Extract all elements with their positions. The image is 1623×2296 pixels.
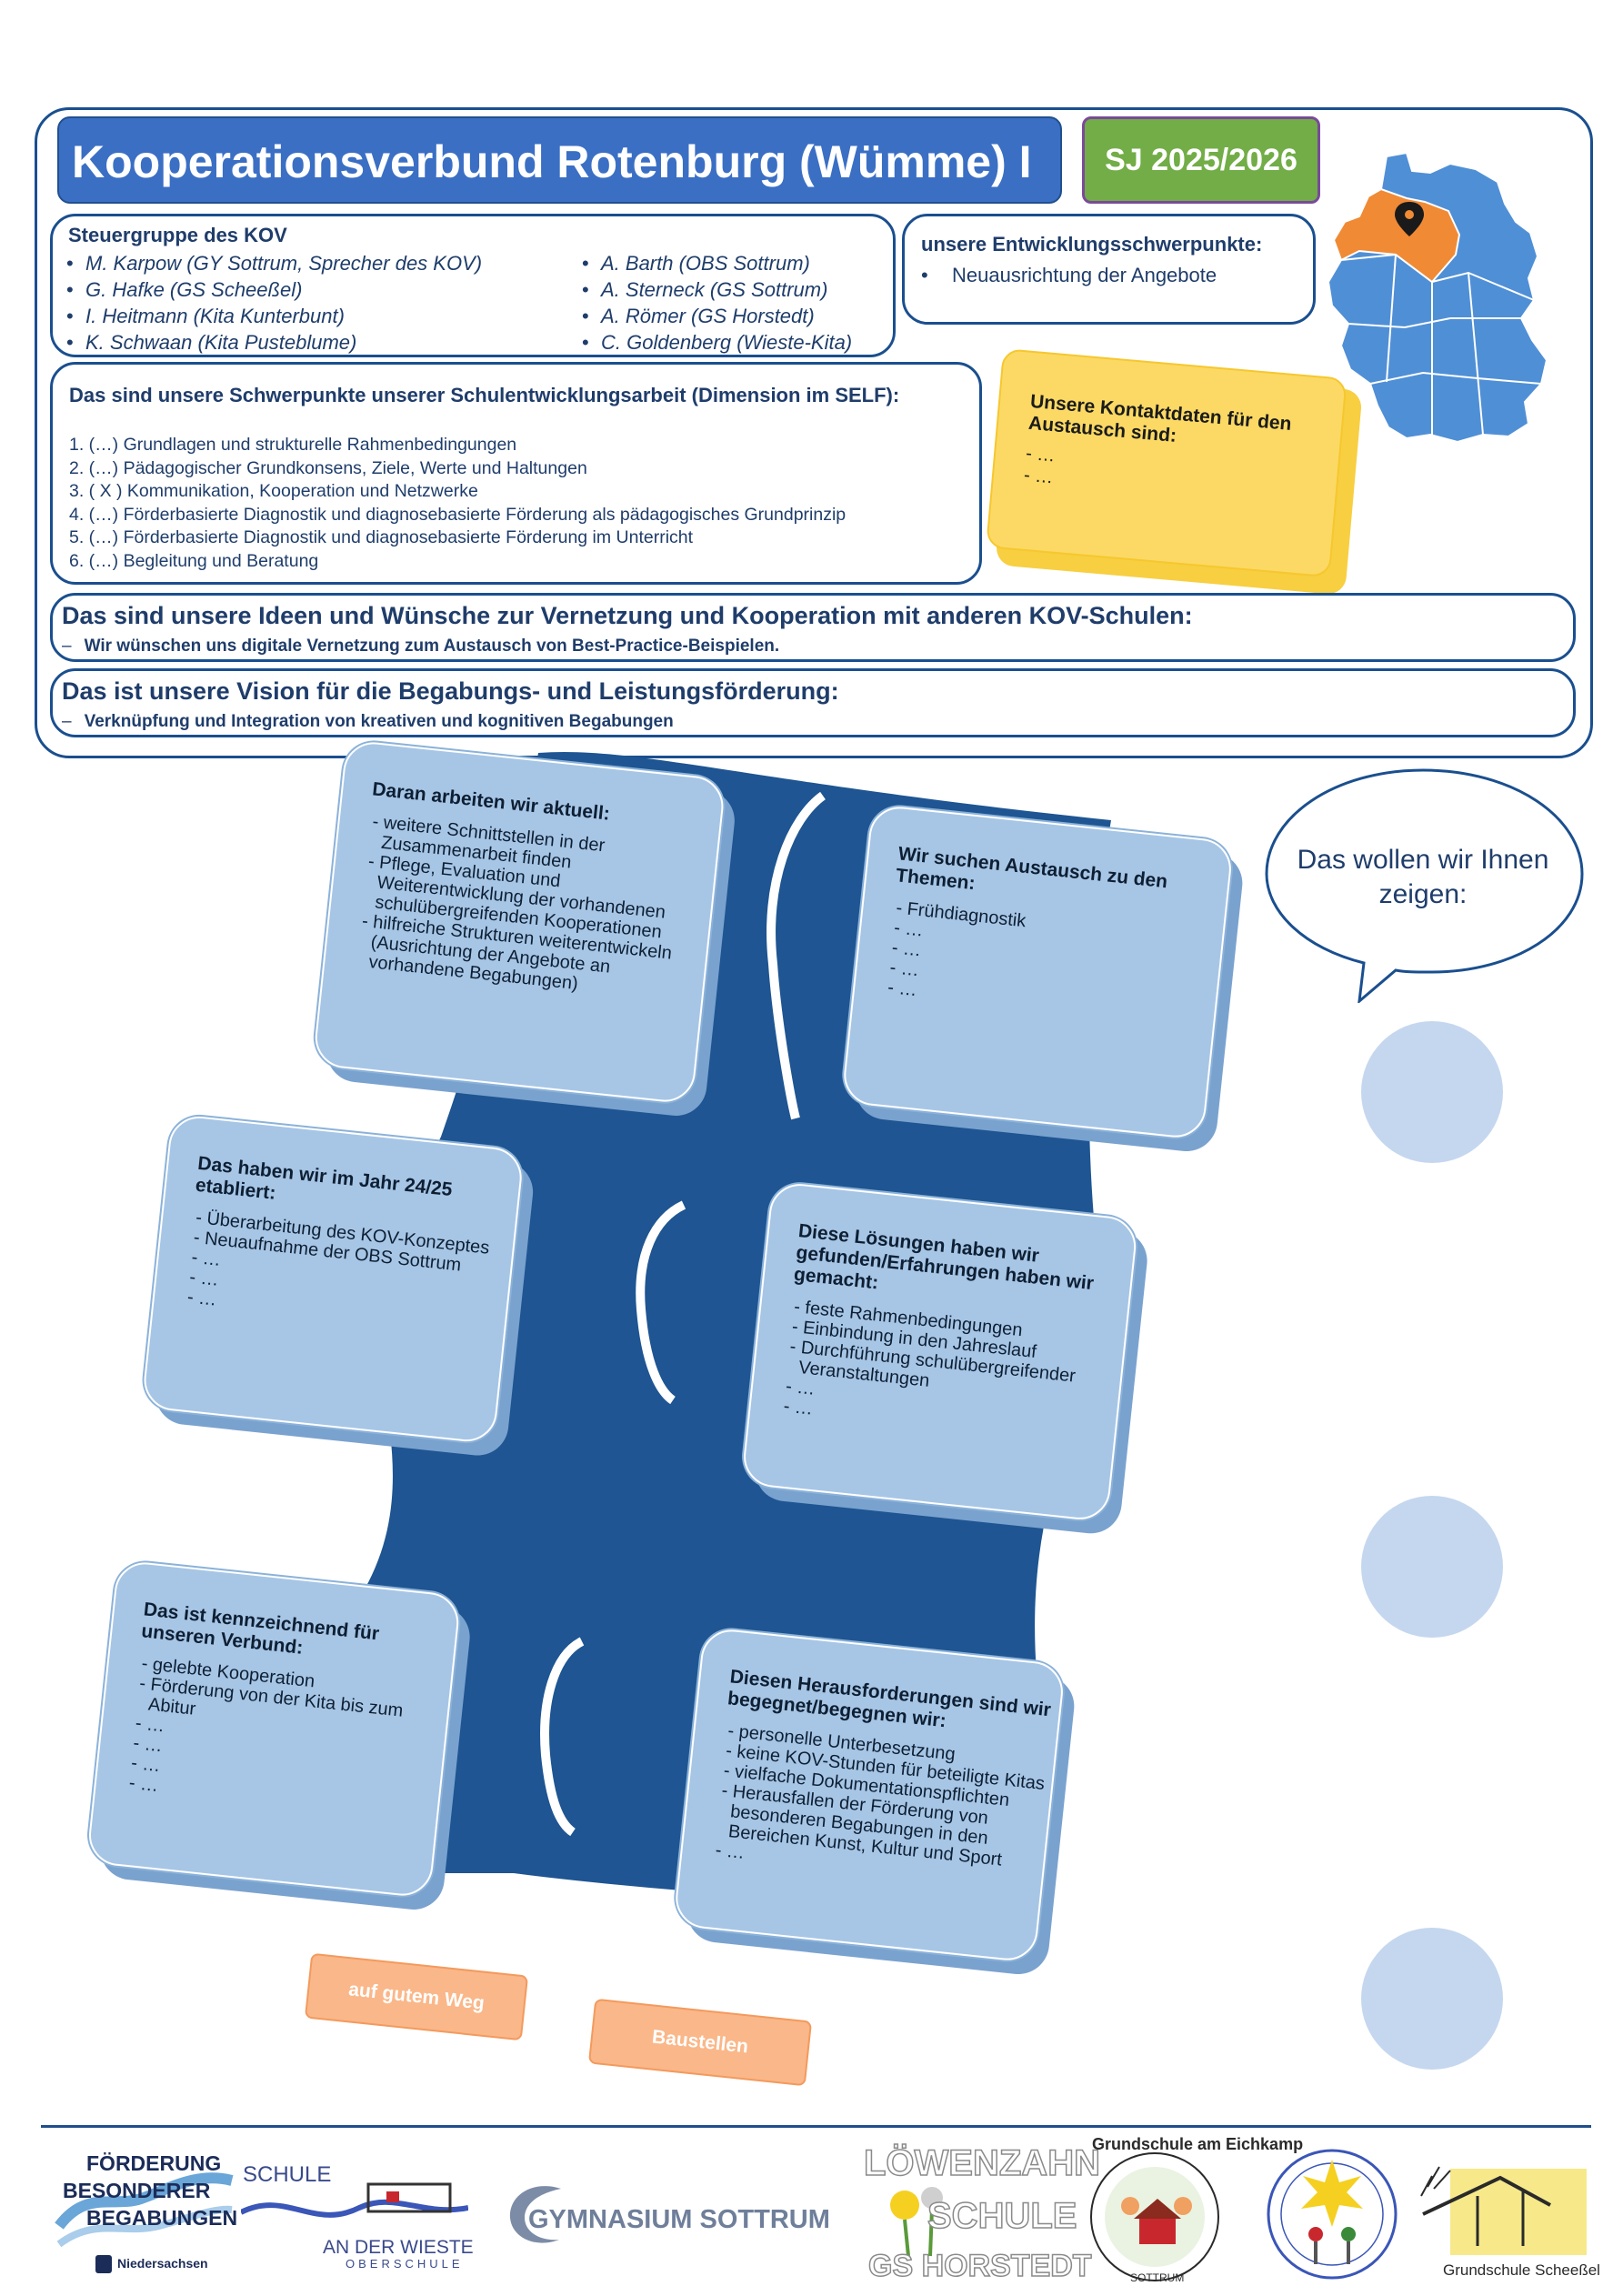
river-curve [540, 1637, 585, 1837]
steuergruppe-title: Steuergruppe des KOV [68, 224, 287, 246]
river-curve [636, 1200, 686, 1405]
page-title: Kooperationsverbund Rotenburg (Wümme) I [57, 116, 1062, 204]
schwerpunkte-box: Das sind unsere Schwerpunkte unserer Sch… [50, 362, 982, 585]
logo1-line3: BEGABUNGEN [86, 2206, 238, 2230]
location-pin-icon [1395, 202, 1424, 236]
logo7-text: Grundschule Scheeßel [1443, 2261, 1600, 2279]
ideen-box: Das sind unsere Ideen und Wünsche zur Ve… [50, 593, 1576, 662]
logo1-line1: FÖRDERUNG [86, 2151, 222, 2175]
steuergruppe-member: A. Römer (GS Horstedt) [568, 303, 852, 329]
logo5-name: Grundschule am Eichkamp [1092, 2135, 1304, 2153]
steuergruppe-member: M. Karpow (GY Sottrum, Sprecher des KOV) [53, 250, 482, 276]
entwicklungsschwerpunkt-item: Neuausrichtung der Angebote [921, 264, 1217, 287]
speech-bubble-text: Das wollen wir Ihnen zeigen: [1297, 845, 1549, 909]
logo5-town: SOTTRUM [1130, 2271, 1185, 2284]
schwerpunkt-item: 3. ( X ) Kommunikation, Kooperation und … [69, 481, 478, 501]
schwerpunkte-list: 1. (…) Grundlagen und strukturelle Rahme… [69, 434, 846, 573]
logo2-line1: SCHULE [243, 2162, 332, 2187]
ideen-item-text: Wir wünschen uns digitale Vernetzung zum… [84, 637, 780, 656]
germany-map [1327, 151, 1548, 444]
steuergruppe-member: A. Sterneck (GS Sottrum) [568, 276, 852, 303]
entwicklungsschwerpunkte-title: unsere Entwicklungsschwerpunkte: [921, 233, 1263, 256]
steuergruppe-member: K. Schwaan (Kita Pusteblume) [53, 329, 482, 356]
logo-schule-an-der-wieste: SCHULE AN DER WIESTE OBERSCHULE [241, 2162, 474, 2271]
schwerpunkt-item: 5. (…) Förderbasierte Diagnostik und dia… [69, 527, 694, 547]
card-herausforderungen: Diesen Herausforderungen sind wir begegn… [671, 1627, 1084, 1983]
gymnasium-swoosh-icon [509, 2186, 561, 2243]
vision-box: Das ist unsere Vision für die Begabungs-… [50, 668, 1576, 737]
logo1-state: Niedersachsen [117, 2256, 208, 2271]
steuergruppe-member: I. Heitmann (Kita Kunterbunt) [53, 303, 482, 329]
vision-item: –Verknüpfung und Integration von kreativ… [62, 712, 674, 731]
logo2-line2: AN DER WIESTE [323, 2237, 474, 2258]
footer-divider [41, 2125, 1591, 2128]
logo-loewenzahnschule: LÖWENZAHN SCHULE GS HORSTEDT [859, 2141, 1100, 2291]
dandelion-icon [890, 2187, 943, 2257]
kontakt-item: - … [1023, 465, 1055, 488]
card-aktuell: Daran arbeiten wir aktuell: - weitere Sc… [310, 739, 744, 1125]
card-loesungen: Diese Lösungen haben wir gefunden/Erfahr… [739, 1180, 1157, 1542]
schwerpunkt-item: 4. (…) Förderbasierte Diagnostik und dia… [69, 504, 847, 525]
card-kennzeichnend: Das ist kennzeichnend für unseren Verbun… [85, 1559, 480, 1919]
speech-bubble [1265, 768, 1584, 1003]
schwerpunkte-title: Das sind unsere Schwerpunkte unserer Sch… [69, 384, 900, 406]
logo-foerderung-besonderer-begabungen: FÖRDERUNG BESONDERER BEGABUNGEN Niedersa… [50, 2144, 241, 2290]
steuergruppe-list-right: A. Barth (OBS Sottrum) A. Sterneck (GS S… [568, 250, 852, 356]
steuergruppe-member: G. Hafke (GS Scheeßel) [53, 276, 482, 303]
entwicklungsschwerpunkte-box: unsere Entwicklungsschwerpunkte: Neuausr… [902, 214, 1316, 325]
card-etabliert: Das haben wir im Jahr 24/25 etabliert: -… [139, 1113, 543, 1465]
logo4-line1: LÖWENZAHN [863, 2142, 1100, 2184]
kontakt-item: - … [1025, 443, 1057, 466]
logo-gymnasium-sottrum: GYMNASIUM SOTTRUM [505, 2178, 841, 2251]
steuergruppe-member: A. Barth (OBS Sottrum) [568, 250, 852, 276]
logo4-line3: GS HORSTEDT [867, 2248, 1092, 2284]
logo2-line3: OBERSCHULE [346, 2257, 464, 2271]
header-frame [35, 107, 1593, 758]
logo-grundschule-am-eichkamp: Grundschule am Eichkamp SOTTRUM [1076, 2135, 1303, 2294]
placeholder-circle [1361, 1496, 1503, 1638]
school-building-icon [241, 2182, 468, 2218]
logo-grundschule-sottrum [1267, 2149, 1398, 2280]
steuergruppe-list-left: M. Karpow (GY Sottrum, Sprecher des KOV)… [53, 250, 482, 356]
steuergruppe-box: Steuergruppe des KOV M. Karpow (GY Sottr… [50, 214, 896, 357]
steuergruppe-member: C. Goldenberg (Wieste-Kita) [568, 329, 852, 356]
kontakt-card: Unsere Kontaktdaten für den Austausch si… [984, 348, 1365, 597]
school-year-badge: SJ 2025/2026 [1082, 116, 1320, 204]
schwerpunkt-item: 2. (…) Pädagogischer Grundkonsens, Ziele… [69, 457, 587, 478]
schwerpunkt-item: 1. (…) Grundlagen und strukturelle Rahme… [69, 435, 517, 455]
logo1-line2: BESONDERER [63, 2179, 211, 2202]
coat-of-arms-icon [95, 2255, 112, 2273]
wave-logo-icon [55, 2172, 234, 2248]
logo-grundschule-scheessel: Grundschule Scheeßel [1414, 2160, 1600, 2287]
logo3-text: GYMNASIUM SOTTRUM [528, 2205, 830, 2234]
card-austausch: Wir suchen Austausch zu den Themen: - Fr… [839, 804, 1252, 1160]
vision-title: Das ist unsere Vision für die Begabungs-… [62, 677, 839, 705]
niedersachsen-region [1332, 187, 1461, 284]
placeholder-circle [1361, 1021, 1503, 1163]
placeholder-circle [1361, 1928, 1503, 2070]
schwerpunkt-item: 6. (…) Begleitung und Beratung [69, 550, 319, 571]
ideen-item: –Wir wünschen uns digitale Vernetzung zu… [62, 637, 780, 656]
river-curve [766, 791, 827, 1120]
eichkamp-emblem-icon [1090, 2152, 1219, 2281]
logo4-line2: SCHULE [927, 2195, 1077, 2237]
vision-item-text: Verknüpfung und Integration von kreative… [84, 712, 674, 731]
scheessel-house-icon [1420, 2166, 1587, 2255]
ideen-title: Das sind unsere Ideen und Wünsche zur Ve… [62, 602, 1193, 629]
